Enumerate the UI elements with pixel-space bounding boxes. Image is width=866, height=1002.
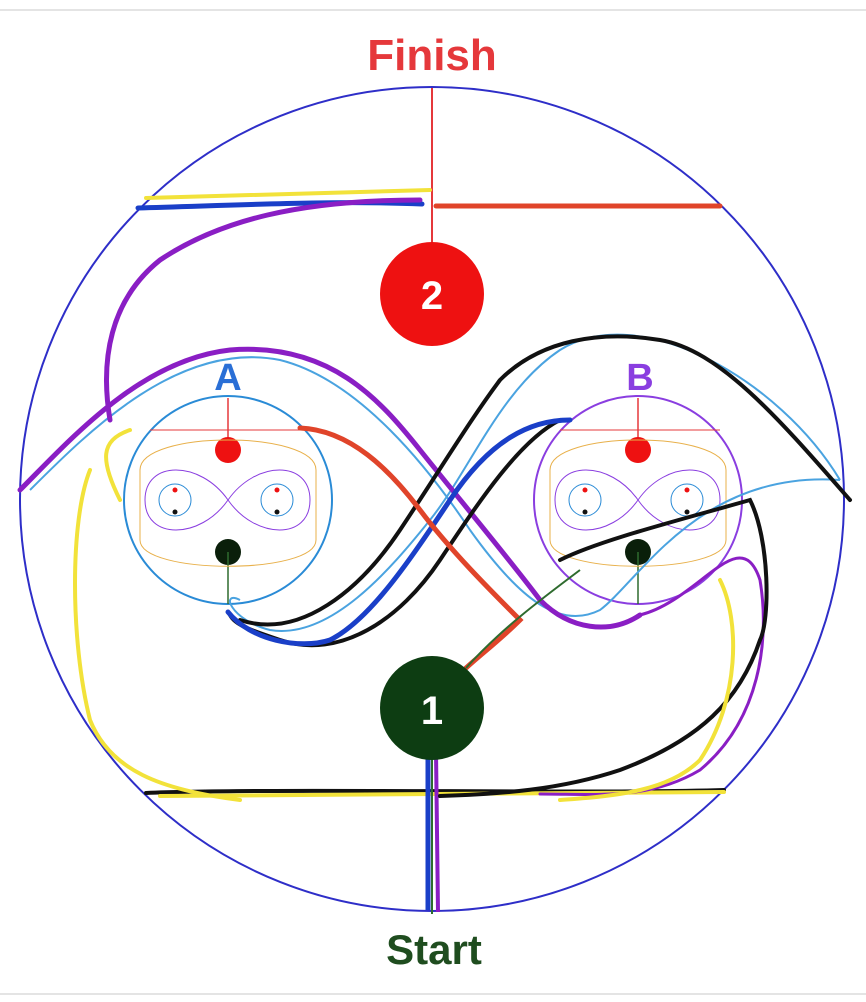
node-1-circle bbox=[380, 656, 484, 760]
circle-b-mini-left-black bbox=[582, 509, 588, 515]
node-2-circle bbox=[380, 242, 484, 346]
path-green-thin bbox=[465, 569, 581, 669]
circle-b-label: B bbox=[626, 357, 653, 399]
circle-a-mini-right-black bbox=[274, 509, 280, 515]
finish-label: Finish bbox=[367, 31, 497, 80]
circle-b-mini-left-red bbox=[582, 487, 588, 493]
top-chord-yellow bbox=[144, 188, 432, 200]
circle-b-inner-loops bbox=[554, 469, 721, 531]
circle-a-group bbox=[123, 395, 333, 605]
circle-b-group bbox=[533, 395, 743, 605]
circle-a-inner-orange bbox=[139, 439, 317, 567]
circle-b-inner-orange bbox=[549, 439, 727, 567]
node-2-label: 2 bbox=[421, 274, 443, 318]
circle-a-mini-right-red bbox=[274, 487, 280, 493]
path-yellow bbox=[73, 428, 736, 802]
circle-b-red-dot bbox=[625, 437, 651, 463]
node-1-label: 1 bbox=[421, 689, 443, 733]
circle-b-mini-right-black bbox=[684, 509, 690, 515]
path-purple bbox=[17, 197, 643, 630]
circle-a-mini-left-black bbox=[172, 509, 178, 515]
circle-b-mini-right-red bbox=[684, 487, 690, 493]
path-black bbox=[228, 334, 852, 798]
circle-a-red-dot bbox=[215, 437, 241, 463]
circle-a-inner-loops bbox=[144, 469, 311, 531]
path-red bbox=[297, 425, 524, 671]
circle-a-mini-left-red bbox=[172, 487, 178, 493]
circle-a-mini-left bbox=[158, 483, 192, 517]
circle-a-mini-right bbox=[260, 483, 294, 517]
start-line-purple bbox=[434, 751, 440, 913]
top-chord-blue bbox=[135, 200, 425, 211]
circle-b-mini-left bbox=[568, 483, 602, 517]
path-blue bbox=[225, 417, 573, 647]
start-label: Start bbox=[386, 926, 482, 973]
circle-a-label: A bbox=[214, 357, 241, 399]
